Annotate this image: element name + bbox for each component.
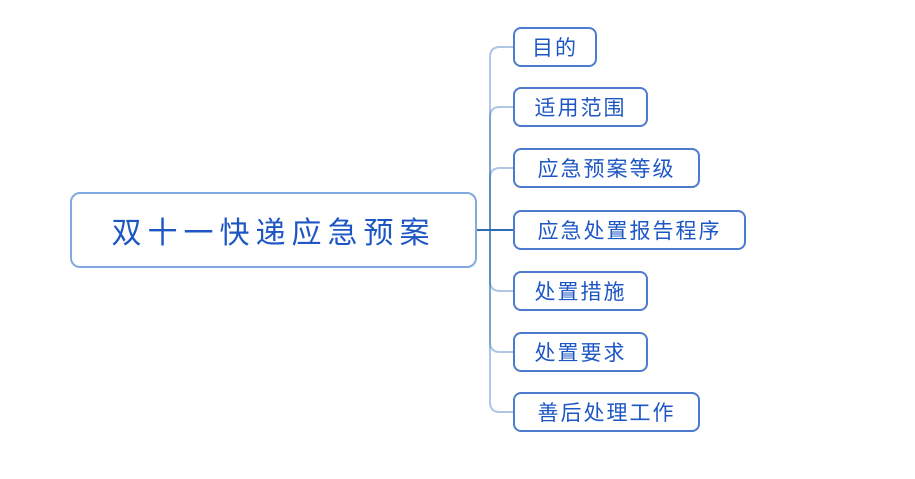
child-node-scope[interactable]: 适用范围 <box>513 87 648 127</box>
child-node-measures[interactable]: 处置措施 <box>513 271 648 311</box>
child-node-label: 适用范围 <box>534 96 627 120</box>
child-node-label: 目的 <box>532 36 578 60</box>
branch-line-requirements <box>489 230 513 353</box>
root-node[interactable]: 双十一快递应急预案 <box>70 192 477 268</box>
child-node-label: 应急预案等级 <box>537 157 676 181</box>
child-node-plan-level[interactable]: 应急预案等级 <box>513 148 700 188</box>
child-node-aftermath[interactable]: 善后处理工作 <box>513 392 700 432</box>
branch-line-scope <box>489 106 513 230</box>
branch-line-plan-level <box>489 167 513 230</box>
branch-line-purpose <box>489 46 513 230</box>
child-node-label: 善后处理工作 <box>537 401 676 425</box>
child-node-label: 处置措施 <box>534 280 627 304</box>
branch-line-measures <box>489 230 513 292</box>
root-node-label: 双十一快递应急预案 <box>111 216 436 251</box>
child-node-label: 处置要求 <box>534 341 627 365</box>
branch-line-aftermath <box>489 230 513 413</box>
child-node-purpose[interactable]: 目的 <box>513 27 597 67</box>
child-node-report-procedure[interactable]: 应急处置报告程序 <box>513 210 746 250</box>
child-node-requirements[interactable]: 处置要求 <box>513 332 648 372</box>
child-node-label: 应急处置报告程序 <box>537 219 722 243</box>
